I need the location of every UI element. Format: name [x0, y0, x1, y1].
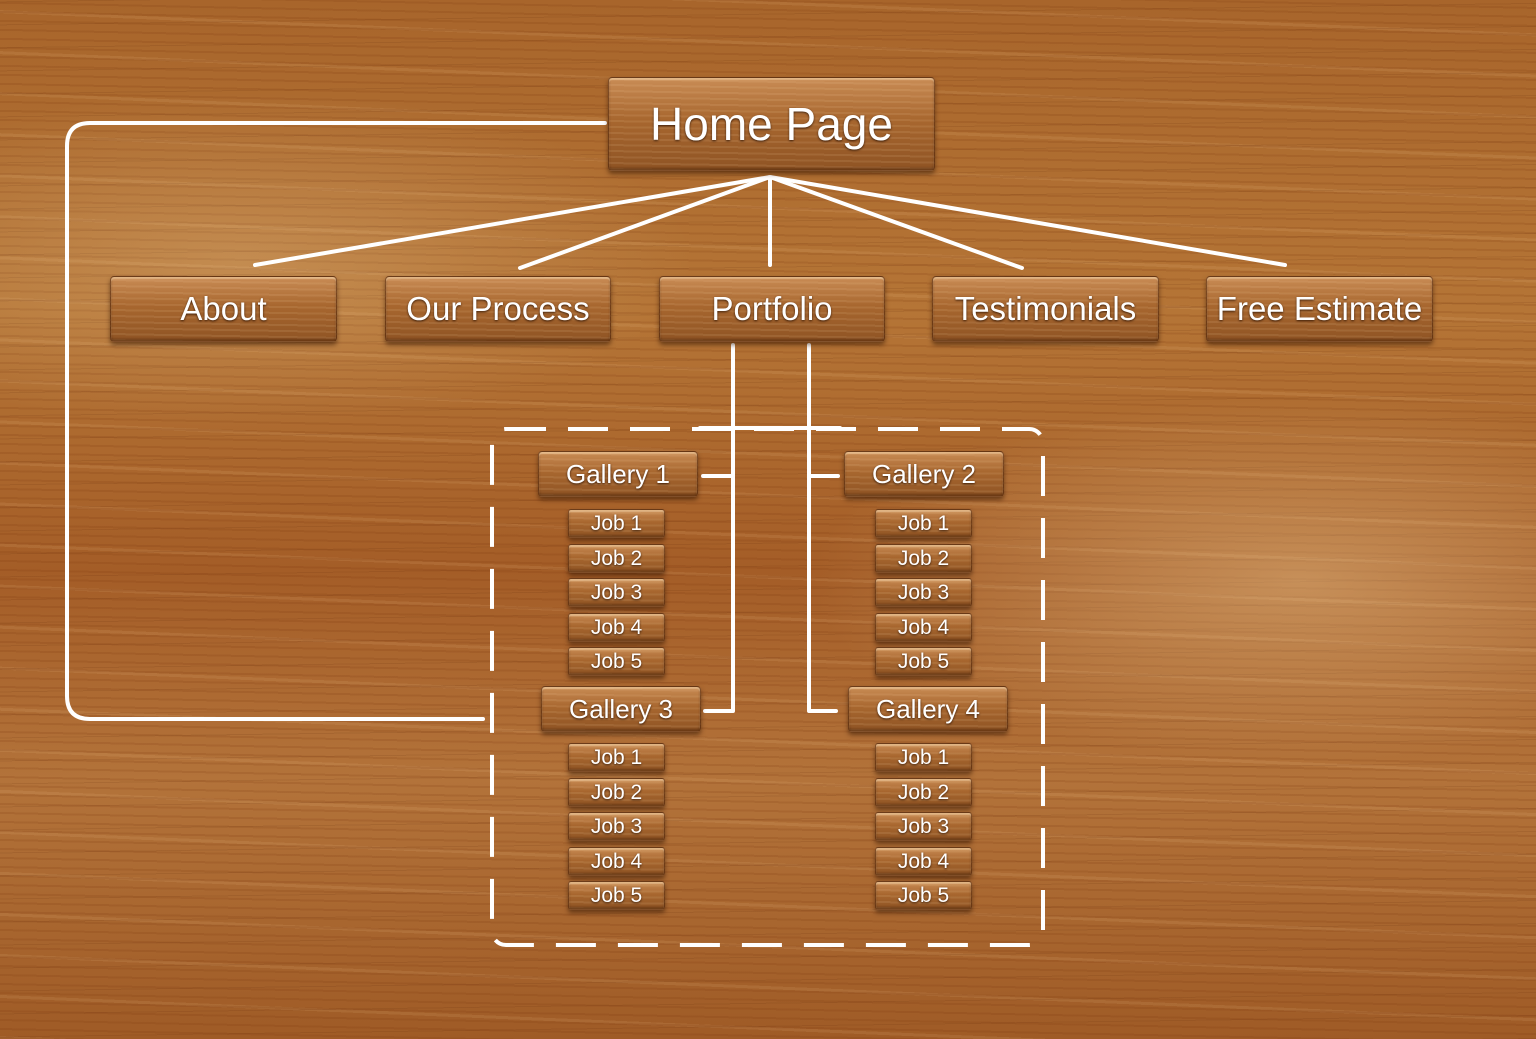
node-gallery-3-job-4: Job 4: [568, 847, 665, 876]
node-gallery-1-job-4: Job 4: [568, 613, 665, 642]
node-gallery-1: Gallery 1: [538, 451, 698, 497]
node-gallery-3-job-1: Job 1: [568, 743, 665, 772]
node-gallery-3: Gallery 3: [541, 686, 701, 732]
connector-home-loop: [65, 121, 607, 721]
node-gallery-3-job-2: Job 2: [568, 778, 665, 807]
node-gallery-2-job-1: Job 1: [875, 509, 972, 538]
node-gallery-2-job-4: Job 4: [875, 613, 972, 642]
connector-home-free-estimate: [768, 175, 1287, 267]
connector-home-testimonials: [768, 175, 1024, 270]
node-gallery-4-job-3: Job 3: [875, 812, 972, 841]
node-gallery-1-job-3: Job 3: [568, 578, 665, 607]
node-testimonials: Testimonials: [932, 276, 1159, 342]
node-gallery-2-job-5: Job 5: [875, 647, 972, 676]
node-gallery-2-job-2: Job 2: [875, 544, 972, 573]
node-portfolio: Portfolio: [659, 276, 885, 342]
node-gallery-1-job-1: Job 1: [568, 509, 665, 538]
connector-home-our-process: [518, 175, 772, 270]
node-gallery-1-job-2: Job 2: [568, 544, 665, 573]
node-gallery-4-job-5: Job 5: [875, 881, 972, 910]
node-gallery-4-job-2: Job 2: [875, 778, 972, 807]
node-gallery-3-job-3: Job 3: [568, 812, 665, 841]
connector-home-about: [253, 175, 772, 267]
node-gallery-2: Gallery 2: [844, 451, 1004, 497]
node-gallery-1-job-5: Job 5: [568, 647, 665, 676]
node-about: About: [110, 276, 337, 342]
node-gallery-2-job-3: Job 3: [875, 578, 972, 607]
node-gallery-4-job-1: Job 1: [875, 743, 972, 772]
connector-portfolio-left: [703, 343, 735, 713]
connector-portfolio-right: [807, 343, 838, 713]
node-home-page: Home Page: [608, 77, 935, 171]
node-gallery-4-job-4: Job 4: [875, 847, 972, 876]
node-free-estimate: Free Estimate: [1206, 276, 1433, 342]
node-gallery-3-job-5: Job 5: [568, 881, 665, 910]
portfolio-group-dashed-frame: [490, 427, 1045, 947]
node-gallery-4: Gallery 4: [848, 686, 1008, 732]
node-our-process: Our Process: [385, 276, 611, 342]
